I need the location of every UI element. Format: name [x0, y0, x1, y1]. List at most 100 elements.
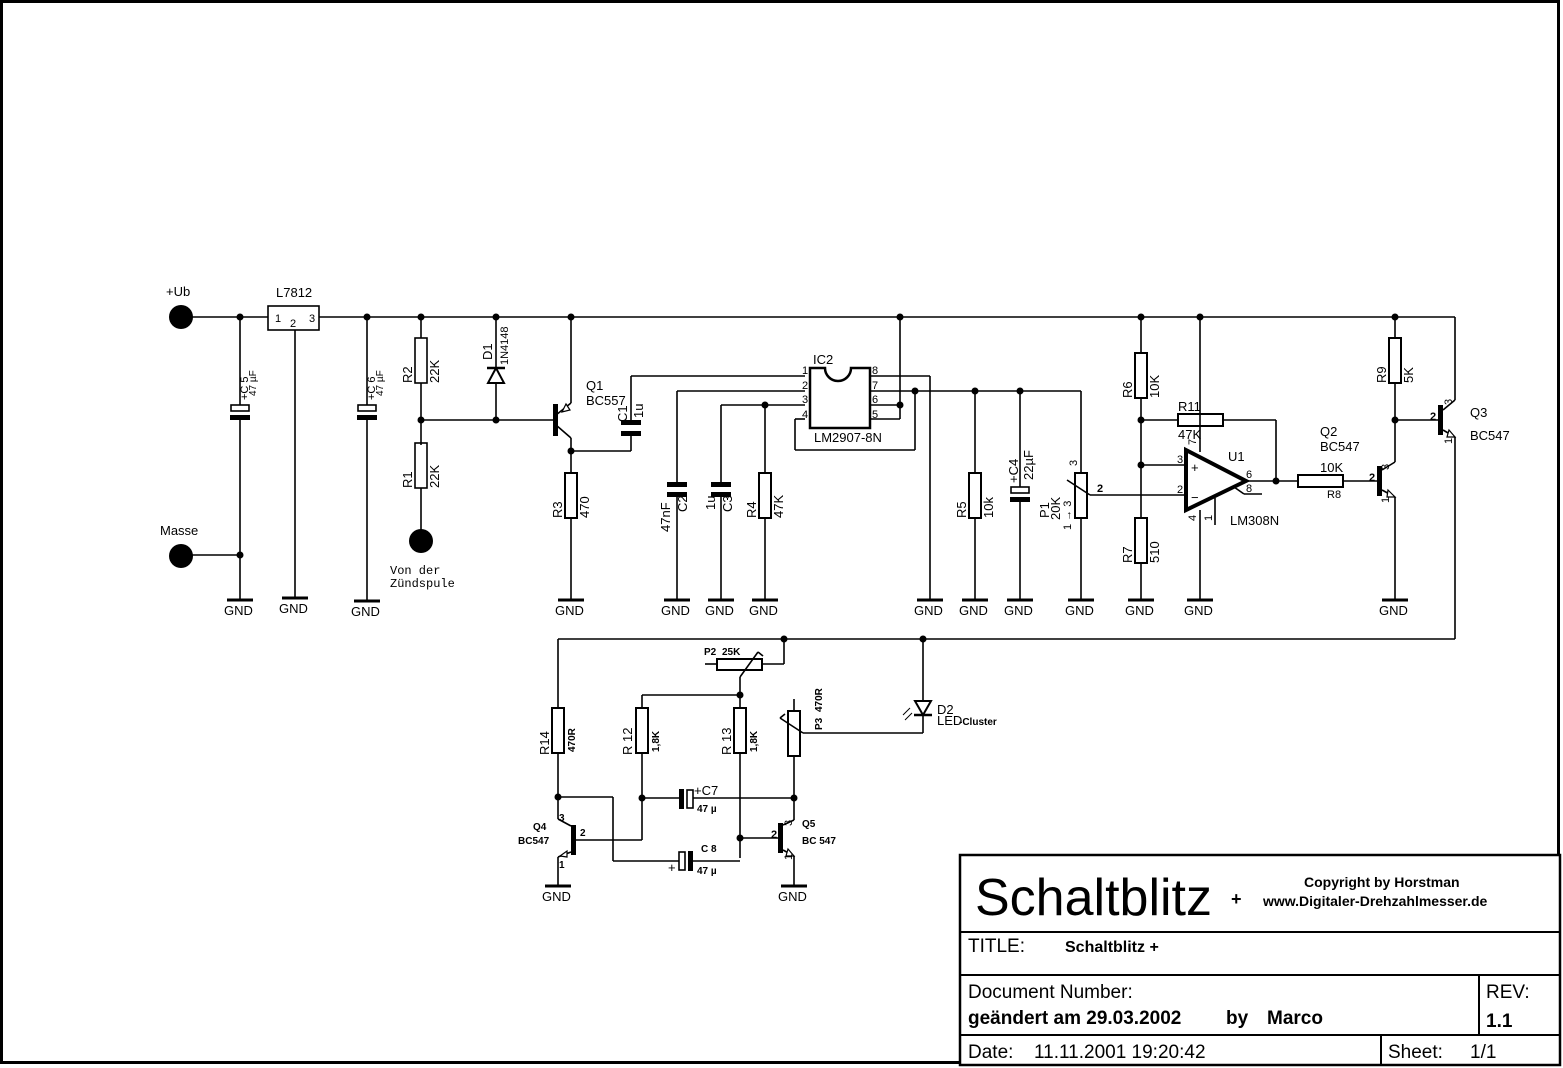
u1-ref: U1 — [1228, 449, 1245, 464]
q4-value: BC547 — [518, 836, 550, 847]
p3-value: 470R — [814, 687, 825, 712]
r5-value: 10k — [981, 497, 996, 518]
r4-ref: R4 — [744, 501, 759, 518]
transistor-q5: 2 3 1 Q5 BC 547 — [740, 797, 836, 886]
gnd-label: GND — [542, 889, 571, 904]
by-label: by — [1226, 1008, 1249, 1029]
d1-value: 1N4148 — [499, 326, 511, 365]
lower-rail — [557, 635, 1455, 707]
capacitor-c8: + C 8 47 µ — [558, 796, 740, 877]
resistor-r9: R9 5K — [1374, 313, 1416, 420]
u1-pin7: 7 — [1187, 439, 1199, 445]
u1-pin2: 2 — [1177, 484, 1183, 496]
resistor-r5: R5 10k — [954, 387, 996, 600]
c7-ref: +C7 — [694, 783, 718, 798]
gnd-label: GND — [351, 604, 380, 619]
title-block-website: www.Digitaler-Drehzahlmesser.de — [1262, 893, 1488, 909]
r7-value: 510 — [1147, 541, 1162, 563]
rev-label: REV: — [1486, 982, 1530, 1003]
gnd-label: GND — [1004, 603, 1033, 618]
r2-value: 22K — [427, 360, 442, 383]
ic2-pin1: 1 — [802, 365, 808, 377]
gnd-symbol: GND — [1379, 598, 1408, 618]
resistor-r3: R3 470 — [550, 451, 592, 600]
c4-value: 22µF — [1021, 450, 1036, 480]
c1-value: 1u — [631, 404, 646, 418]
gnd-symbol: GND — [1125, 598, 1154, 618]
resistor-r13: R 13 1,8K — [719, 695, 760, 858]
capacitor-c1: C1 1u — [615, 375, 805, 451]
r3-value: 470 — [577, 496, 592, 518]
r7-ref: R7 — [1120, 546, 1135, 563]
resistor-r7: R7 510 — [1120, 517, 1162, 600]
r11-ref: R11 — [1178, 399, 1201, 414]
q2-pin-c: 3 — [1380, 464, 1392, 470]
u1-pin8: 8 — [1246, 483, 1252, 495]
q1-value: BC557 — [586, 393, 626, 408]
r1-ref: R1 — [400, 471, 415, 488]
ic2-value: LM2907-8N — [814, 430, 882, 445]
gnd-label: GND — [959, 603, 988, 618]
r4-value: 47K — [771, 495, 786, 518]
gnd-symbol: GND — [959, 598, 988, 618]
p2-value: 25K — [722, 647, 741, 658]
u1-pin3: 3 — [1177, 454, 1183, 466]
zuend-label-2: Zündspule — [390, 577, 455, 591]
gnd-label: GND — [749, 603, 778, 618]
ic2-pin2: 2 — [802, 380, 808, 392]
gnd-label: GND — [555, 603, 584, 618]
gnd-label: GND — [1065, 603, 1094, 618]
diode-d1: D1 1N4148 — [480, 313, 511, 424]
q5-value: BC 547 — [802, 836, 836, 847]
p1-value: 20K — [1048, 497, 1063, 520]
gnd-label: GND — [1379, 603, 1408, 618]
docnum-label: Document Number: — [968, 982, 1133, 1003]
p1-pin2: 2 — [1097, 483, 1103, 495]
resistor-r2: R2 22K — [400, 313, 442, 445]
q2-pin-b: 2 — [1369, 472, 1375, 484]
q2-ref: Q2 — [1320, 424, 1337, 439]
date-value: 11.11.2001 19:20:42 — [1034, 1042, 1206, 1063]
q2-value: BC547 — [1320, 439, 1360, 454]
transistor-q3: 2 3 1 Q3 BC547 — [1391, 399, 1510, 639]
potentiometer-p3: P3 470R — [779, 687, 923, 797]
transistor-q1: Q1 BC557 — [553, 313, 631, 455]
q4-ref: Q4 — [533, 822, 547, 833]
q1-ref: Q1 — [586, 378, 603, 393]
gnd-symbol: GND — [1004, 598, 1033, 618]
capacitor-c6: +C 6 47 µF — [357, 313, 386, 601]
q3-value: BC547 — [1470, 428, 1510, 443]
c4-ref: +C4 — [1006, 459, 1021, 483]
resistor-r4: R4 47K — [744, 401, 786, 600]
gnd-symbol: GND — [914, 598, 943, 618]
r6-value: 10K — [1147, 375, 1162, 398]
u1-minus-sign: − — [1191, 490, 1199, 505]
r9-value: 5K — [1401, 367, 1416, 383]
ic2-ref: IC2 — [813, 352, 833, 367]
gnd-symbol: GND — [542, 884, 571, 904]
q2-pin-e: 1 — [1380, 497, 1392, 503]
gnd-symbol: GND — [224, 598, 253, 618]
d2-suffix: -Cluster — [959, 717, 997, 728]
q5-pin-b: 2 — [771, 829, 777, 841]
gnd-label: GND — [914, 603, 943, 618]
r9-ref: R9 — [1374, 366, 1389, 383]
gnd-symbol: GND — [749, 598, 778, 618]
supply-rail — [181, 316, 1456, 400]
u1-pin1: 1 — [1203, 515, 1215, 521]
reg-pin1: 1 — [275, 313, 281, 325]
reg-pin3: 3 — [309, 313, 315, 325]
c5-value: 47 µF — [248, 370, 259, 396]
p3-ref: P3 — [814, 717, 825, 730]
gnd-symbol: GND — [1065, 598, 1094, 618]
date-label: Date: — [968, 1042, 1013, 1063]
resistor-r1: R1 22K Von der Zündspule — [390, 416, 554, 591]
c5-ref: +C 5 — [239, 376, 251, 400]
ic2-pin4: 4 — [802, 409, 808, 421]
c8-value: 47 µ — [697, 866, 717, 877]
zuend-label-1: Von der — [390, 564, 440, 578]
p1-pin3: 3 — [1068, 460, 1080, 466]
r6-ref: R6 — [1120, 381, 1135, 398]
